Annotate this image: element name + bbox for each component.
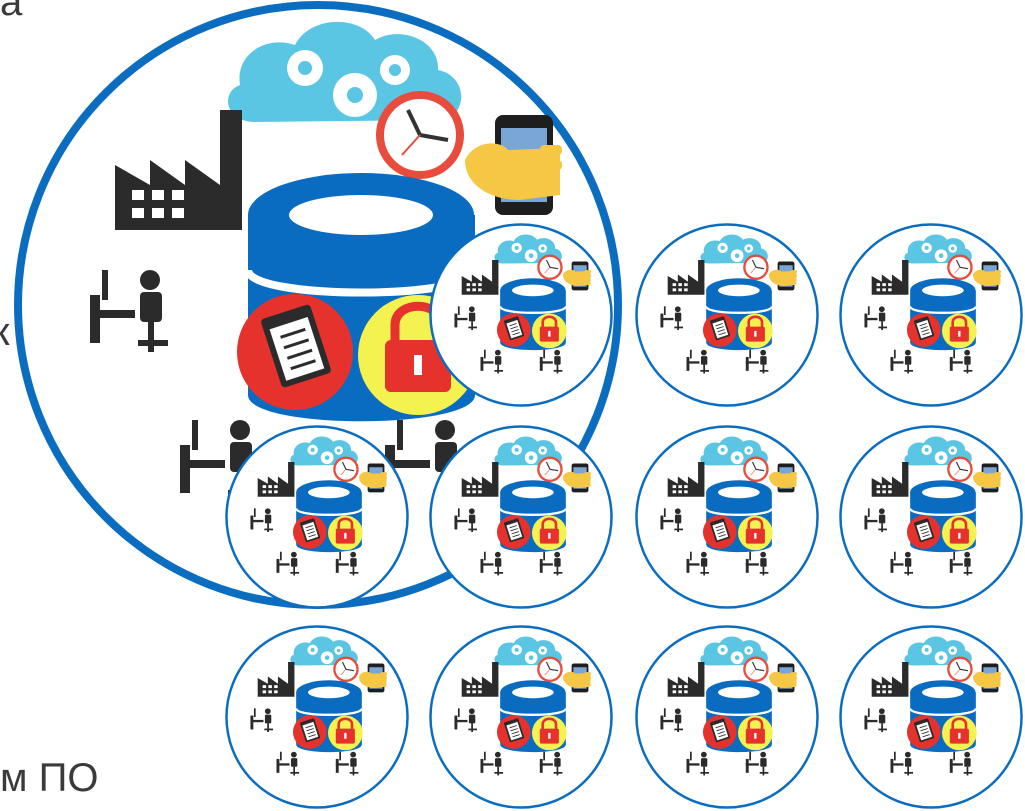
small-circle xyxy=(226,426,407,607)
small-circle xyxy=(430,224,611,405)
small-circle xyxy=(840,426,1021,607)
small-circle xyxy=(636,224,817,405)
small-circle xyxy=(636,426,817,607)
small-circle xyxy=(430,426,611,607)
small-circle xyxy=(840,626,1021,807)
cropped-text-bottom: м ПО xyxy=(0,756,99,800)
small-circle xyxy=(430,626,611,807)
cropped-text-top: а xyxy=(0,0,23,24)
small-circle xyxy=(840,224,1021,405)
small-circle xyxy=(226,626,407,807)
cropped-text-middle: к xyxy=(0,310,10,354)
small-circle xyxy=(636,626,817,807)
